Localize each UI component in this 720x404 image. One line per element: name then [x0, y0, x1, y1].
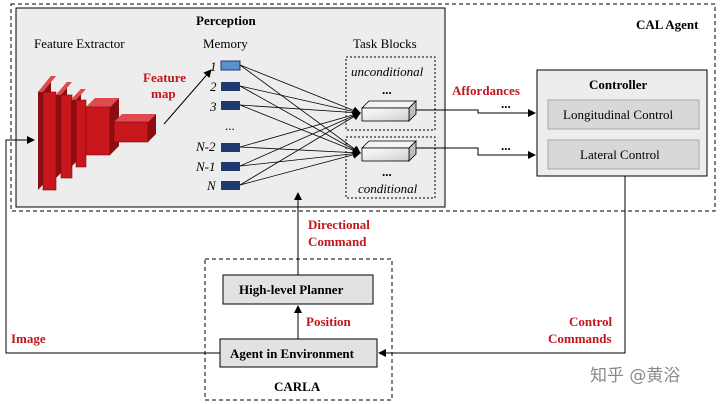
agent-in-environment-label: Agent in Environment [230, 346, 355, 361]
memory-slot [221, 82, 240, 91]
memory-slot-index: ... [225, 118, 235, 133]
high-level-planner-label: High-level Planner [239, 282, 344, 297]
feature-map-label-line2: map [151, 86, 176, 101]
memory-slot-index: N [206, 178, 217, 193]
directional-command-line2: Command [308, 234, 367, 249]
conditional-task-group [345, 136, 436, 199]
control-commands-arrow [378, 176, 626, 357]
cal-agent-boundary [10, 3, 716, 212]
unconditional-ellipsis: ... [382, 82, 392, 97]
control-commands-line1: Control [569, 314, 612, 329]
feature-map-label-line1: Feature [143, 70, 186, 85]
perception-title: Perception [196, 13, 256, 28]
longitudinal-control-label: Longitudinal Control [563, 107, 674, 122]
conditional-label: conditional [358, 181, 418, 196]
conditional-task-block [361, 140, 417, 162]
cnn-feature-extractor [38, 76, 156, 191]
carla-title: CARLA [274, 379, 321, 394]
controller-title: Controller [589, 77, 647, 92]
high-level-planner-box [222, 274, 374, 305]
memory-slot [221, 181, 240, 190]
agent-in-environment-box [219, 338, 378, 368]
memory-task-connections [239, 64, 361, 186]
memory-label: Memory [203, 36, 248, 51]
lateral-control-label: Lateral Control [580, 147, 660, 162]
conditional-ellipsis: ... [382, 164, 392, 179]
unconditional-task-group [345, 56, 436, 131]
task-blocks-label: Task Blocks [353, 36, 417, 51]
watermark: 知乎 @黄浴 [590, 366, 680, 386]
memory-slot [220, 60, 241, 71]
control-commands-line2: Commands [548, 331, 612, 346]
cnn-layer [113, 114, 156, 143]
image-label: Image [11, 331, 46, 346]
memory-bank: 1 2 3 ... N-2 N-1 N [195, 59, 241, 193]
memory-slot-index: 2 [210, 79, 217, 94]
affordance-dots: ... [501, 138, 511, 153]
feature-extractor-label: Feature Extractor [34, 36, 125, 51]
cnn-layer [71, 89, 87, 168]
memory-slot-index: 3 [209, 99, 217, 114]
memory-slot [221, 101, 240, 110]
affordance-output-line [416, 109, 536, 117]
cnn-layer [38, 76, 57, 191]
memory-slot-index: N-2 [195, 139, 216, 154]
affordance-dots: ... [501, 96, 511, 111]
cal-agent-title: CAL Agent [636, 17, 699, 32]
directional-command-line1: Directional [308, 217, 370, 232]
affordances-label: Affordances [452, 83, 520, 98]
unconditional-task-block [361, 100, 417, 122]
memory-slot-index: 1 [210, 59, 217, 74]
position-label: Position [306, 314, 352, 329]
feature-map-arrow [163, 69, 212, 125]
affordance-output-line [416, 147, 536, 159]
lateral-control-box [547, 139, 700, 170]
memory-slot [221, 143, 240, 152]
longitudinal-control-box [547, 99, 700, 130]
cnn-layer [56, 82, 73, 179]
memory-slot-index: N-1 [195, 159, 216, 174]
unconditional-label: unconditional [351, 64, 424, 79]
memory-slot [221, 162, 240, 171]
image-arrow [5, 136, 220, 354]
